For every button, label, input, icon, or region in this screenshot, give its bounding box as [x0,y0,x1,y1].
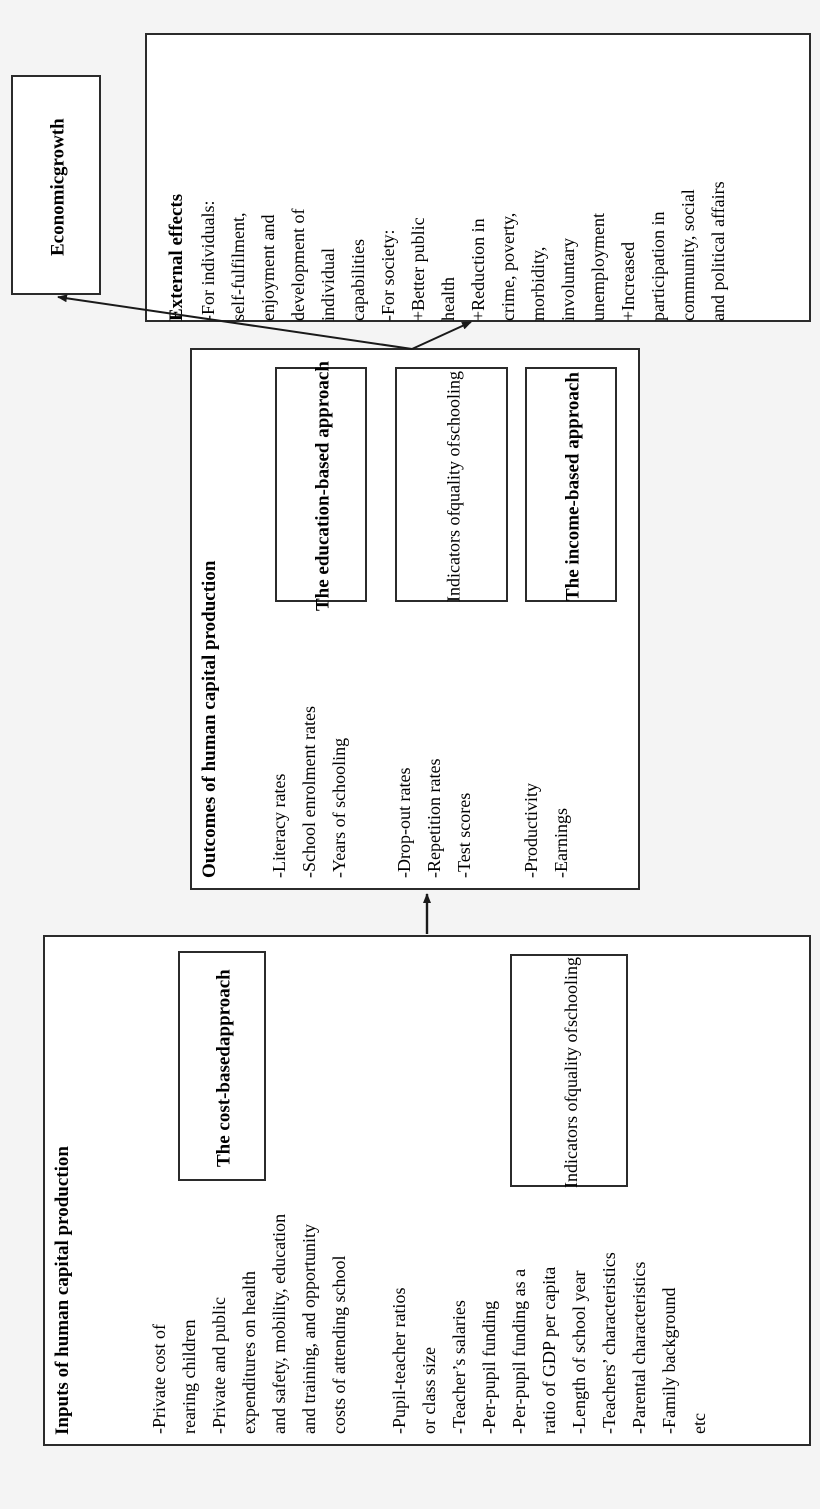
inputs-cost-item-2: -Private and public [209,1297,229,1434]
inputs-cost-item-1: rearing children [179,1319,199,1434]
economic-growth-line2: growth [47,118,69,176]
inputs-quality-item-4: -Per-pupil funding as a [509,1268,529,1434]
approach-education-line-0: The education- [312,489,334,612]
inputs-quality-item-10: etc [689,1413,709,1434]
outcomes-income-item-0: -Productivity [521,783,541,878]
external-effects-line-12: involuntary [558,238,578,321]
external-effects-line-6: -For society: [378,229,398,322]
external-effects-line-13: unemployment [588,213,608,321]
external-effects-line-9: +Reduction in [468,218,488,321]
economic-growth-heading: Economic growth [13,77,103,297]
approach-cost-line-0: The cost-based [213,1045,235,1167]
external-effects-line-4: individual [318,248,338,321]
external-effects-line-0: -For individuals: [198,200,218,322]
approach-label-cost-based: The cost-based approach [180,953,268,1183]
external-effects-line-16: community, social [678,189,698,321]
inputs-heading: Inputs of human capital production [52,1146,73,1435]
approach-income-line-0: The income- [562,500,584,601]
approach-label-quality-of-schooling: Indicators of quality of schooling [397,369,510,604]
outcomes-box: Outcomes of human capital production The… [190,348,640,890]
external-effects-heading: External effects [166,193,187,321]
inputs-quality-item-6: -Length of school year [569,1270,589,1434]
inputs-quality-item-1: or class size [419,1347,439,1434]
external-effects-content: External effects -For individuals: self-… [159,35,809,324]
inputs-quality-item-0: -Pupil-teacher ratios [389,1287,409,1434]
approach-quality-line-2: schooling [443,371,464,442]
inputs-cost-item-6: costs of attending school [329,1255,349,1434]
external-effects-line-7: +Better public [408,217,428,321]
outcomes-education-item-0: -Literacy rates [269,773,289,878]
inputs-cost-item-0: -Private cost of [149,1324,169,1434]
approach-label-education-based: The education- based approach [277,362,369,612]
outcomes-quality-item-1: -Repetition rates [424,758,444,878]
outcomes-quality-item-2: -Test scores [454,792,474,878]
external-effects-line-14: +Increased [618,241,638,321]
external-effects-line-1: self-fulfilment, [228,212,248,321]
economic-growth-line1: Economic [47,175,69,256]
inputs-quality-item-8: -Parental characteristics [629,1261,649,1434]
inputs-cost-item-4: and safety, mobility, education [269,1213,289,1434]
external-effects-line-11: morbidity, [528,246,548,321]
inputs-cost-item-3: expenditures on health [239,1271,259,1434]
approach-education-line-1: based approach [312,361,334,490]
external-effects-line-17: and political affairs [708,181,728,321]
approach-box-cost-based: The cost-based approach [178,951,266,1181]
approach-inputs-quality-line-1: quality of [560,1027,581,1097]
approach-inputs-quality-line-2: schooling [560,957,581,1028]
outcomes-income-item-1: -Earnings [551,808,571,878]
outcomes-education-item-2: -Years of schooling [329,737,349,878]
inputs-quality-item-5: ratio of GDP per capita [539,1266,559,1434]
external-effects-line-2: enjoyment and [258,214,278,321]
external-effects-line-8: health [438,277,458,321]
external-effects-line-5: capabilities [348,239,368,321]
external-effects-line-10: crime, poverty, [498,212,518,321]
outcomes-education-item-1: -School enrolment rates [299,706,319,878]
inputs-cost-item-5: and training, and opportunity [299,1224,319,1434]
approach-box-inputs-quality-of-schooling: Indicators of quality of schooling [510,954,630,1189]
inputs-box: Inputs of human capital production The c… [43,935,811,1446]
inputs-quality-item-3: -Per-pupil funding [479,1300,499,1434]
connector-outcomes-to-external-effects [411,321,472,350]
outcomes-heading: Outcomes of human capital production [199,560,220,878]
external-effects-line-3: development of [288,208,308,321]
approach-inputs-quality-line-0: Indicators of [560,1096,581,1188]
approach-quality-line-0: Indicators of [443,510,464,602]
approach-label-inputs-quality-of-schooling: Indicators of quality of schooling [512,956,630,1189]
approach-box-quality-of-schooling: Indicators of quality of schooling [395,367,508,602]
external-effects-line-15: participation in [648,211,668,321]
inputs-quality-item-9: -Family background [659,1287,679,1434]
inputs-quality-item-2: -Teacher’s salaries [449,1300,469,1434]
approach-label-income-based: The income- based approach [527,369,619,604]
inputs-quality-item-7: -Teachers’ characteristics [599,1252,619,1434]
outcomes-quality-item-0: -Drop-out rates [394,767,414,878]
economic-growth-box: Economic growth [11,75,101,295]
approach-quality-line-1: quality of [443,441,464,511]
approach-box-income-based: The income- based approach [525,367,617,602]
approach-income-line-1: based approach [562,372,584,501]
approach-cost-line-1: approach [213,969,235,1046]
external-effects-box: External effects -For individuals: self-… [145,33,811,322]
approach-box-education-based: The education- based approach [275,362,369,612]
